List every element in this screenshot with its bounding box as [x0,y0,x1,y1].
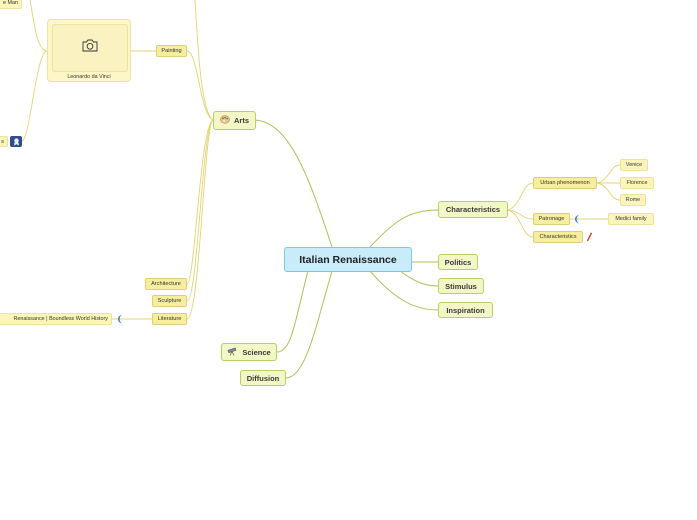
leaf-venice-label: Venice [625,162,643,168]
link-icon[interactable]: ❨ [116,313,124,324]
topic-diffusion[interactable]: Diffusion [240,370,286,386]
leaf-rome[interactable]: Rome [620,194,646,206]
camera-icon [81,38,99,58]
link-arts-painting [186,50,214,121]
central-topic-label: Italian Renaissance [299,253,397,266]
topic-arts-label: Arts [233,116,249,125]
topic-politics[interactable]: Politics [438,254,478,270]
palette-icon [220,115,230,126]
subtopic-urban-label: Urban phenomenon [540,180,590,186]
topic-inspiration[interactable]: Inspiration [438,302,493,318]
subtopic-sculpture[interactable]: Sculpture [152,295,187,307]
topic-science-label: Science [242,347,271,357]
subtopic-patronage[interactable]: Patronage [533,213,570,225]
link-urban-rome [596,182,621,201]
link-arts-architecture [186,119,214,285]
topic-stimulus[interactable]: Stimulus [438,278,484,294]
leaf-medici-family[interactable]: Medici family [608,213,654,225]
leaf-medici-label: Medici family [615,216,647,222]
subtopic-painting[interactable]: Painting [156,45,187,57]
link-arts-top [194,0,214,121]
cutoff-node-left[interactable]: s [0,136,8,147]
painting-image-card[interactable]: Leonardo da Vinci [47,19,131,82]
link-icon[interactable]: ❨ [573,213,581,224]
link-central-inspiration [369,270,439,311]
medal-icon [10,136,22,147]
link-central-arts [254,119,333,248]
topic-politics-label: Politics [444,257,472,267]
link-central-diffusion [285,270,333,379]
link-char-characteristics [507,209,534,238]
topic-arts[interactable]: Arts [213,111,256,130]
topic-characteristics-label: Characteristics [445,205,501,214]
link-card-left [21,50,48,142]
leaf-florence[interactable]: Florence [620,177,654,189]
subtopic-literature[interactable]: Literature [152,313,187,325]
pencil-icon [585,231,594,243]
link-central-science [276,270,309,353]
cutoff-node-top-label: e Man [3,0,18,6]
leaf-florence-label: Florence [626,180,648,186]
literature-web-link-label: Renaissance | Boundless World History [13,316,108,322]
link-arts-sculpture [186,119,214,302]
leaf-rome-label: Rome [625,197,641,203]
topic-characteristics[interactable]: Characteristics [438,201,508,218]
link-card-top [29,0,48,52]
subtopic-patronage-label: Patronage [538,216,565,222]
image-placeholder [52,24,128,72]
leaf-venice[interactable]: Venice [620,159,648,171]
topic-stimulus-label: Stimulus [445,281,477,291]
telescope-icon [227,347,238,358]
subtopic-characteristics[interactable]: Characteristics [533,231,583,243]
subtopic-urban-phenomenon[interactable]: Urban phenomenon [533,177,597,189]
link-central-stimulus [399,270,439,287]
link-char-urban [507,182,534,211]
link-urban-venice [596,164,621,184]
cutoff-node-left-label: s [1,138,4,145]
subtopic-literature-label: Literature [157,316,182,322]
topic-inspiration-label: Inspiration [446,305,485,315]
topic-diffusion-label: Diffusion [246,373,280,383]
link-central-characteristics [369,209,439,248]
subtopic-architecture[interactable]: Architecture [145,278,187,290]
subtopic-architecture-label: Architecture [151,281,181,287]
topic-science[interactable]: Science [221,343,277,361]
link-arts-literature [186,119,214,320]
central-topic[interactable]: Italian Renaissance [284,247,412,272]
literature-web-link[interactable]: Renaissance | Boundless World History [0,313,112,325]
subtopic-sculpture-label: Sculpture [157,298,182,304]
cutoff-node-top[interactable]: e Man [0,0,22,9]
subtopic-characteristics-label: Characteristics [539,234,577,240]
link-char-patronage [507,209,534,220]
painting-card-caption: Leonardo da Vinci [67,74,111,80]
subtopic-painting-label: Painting [161,48,182,54]
